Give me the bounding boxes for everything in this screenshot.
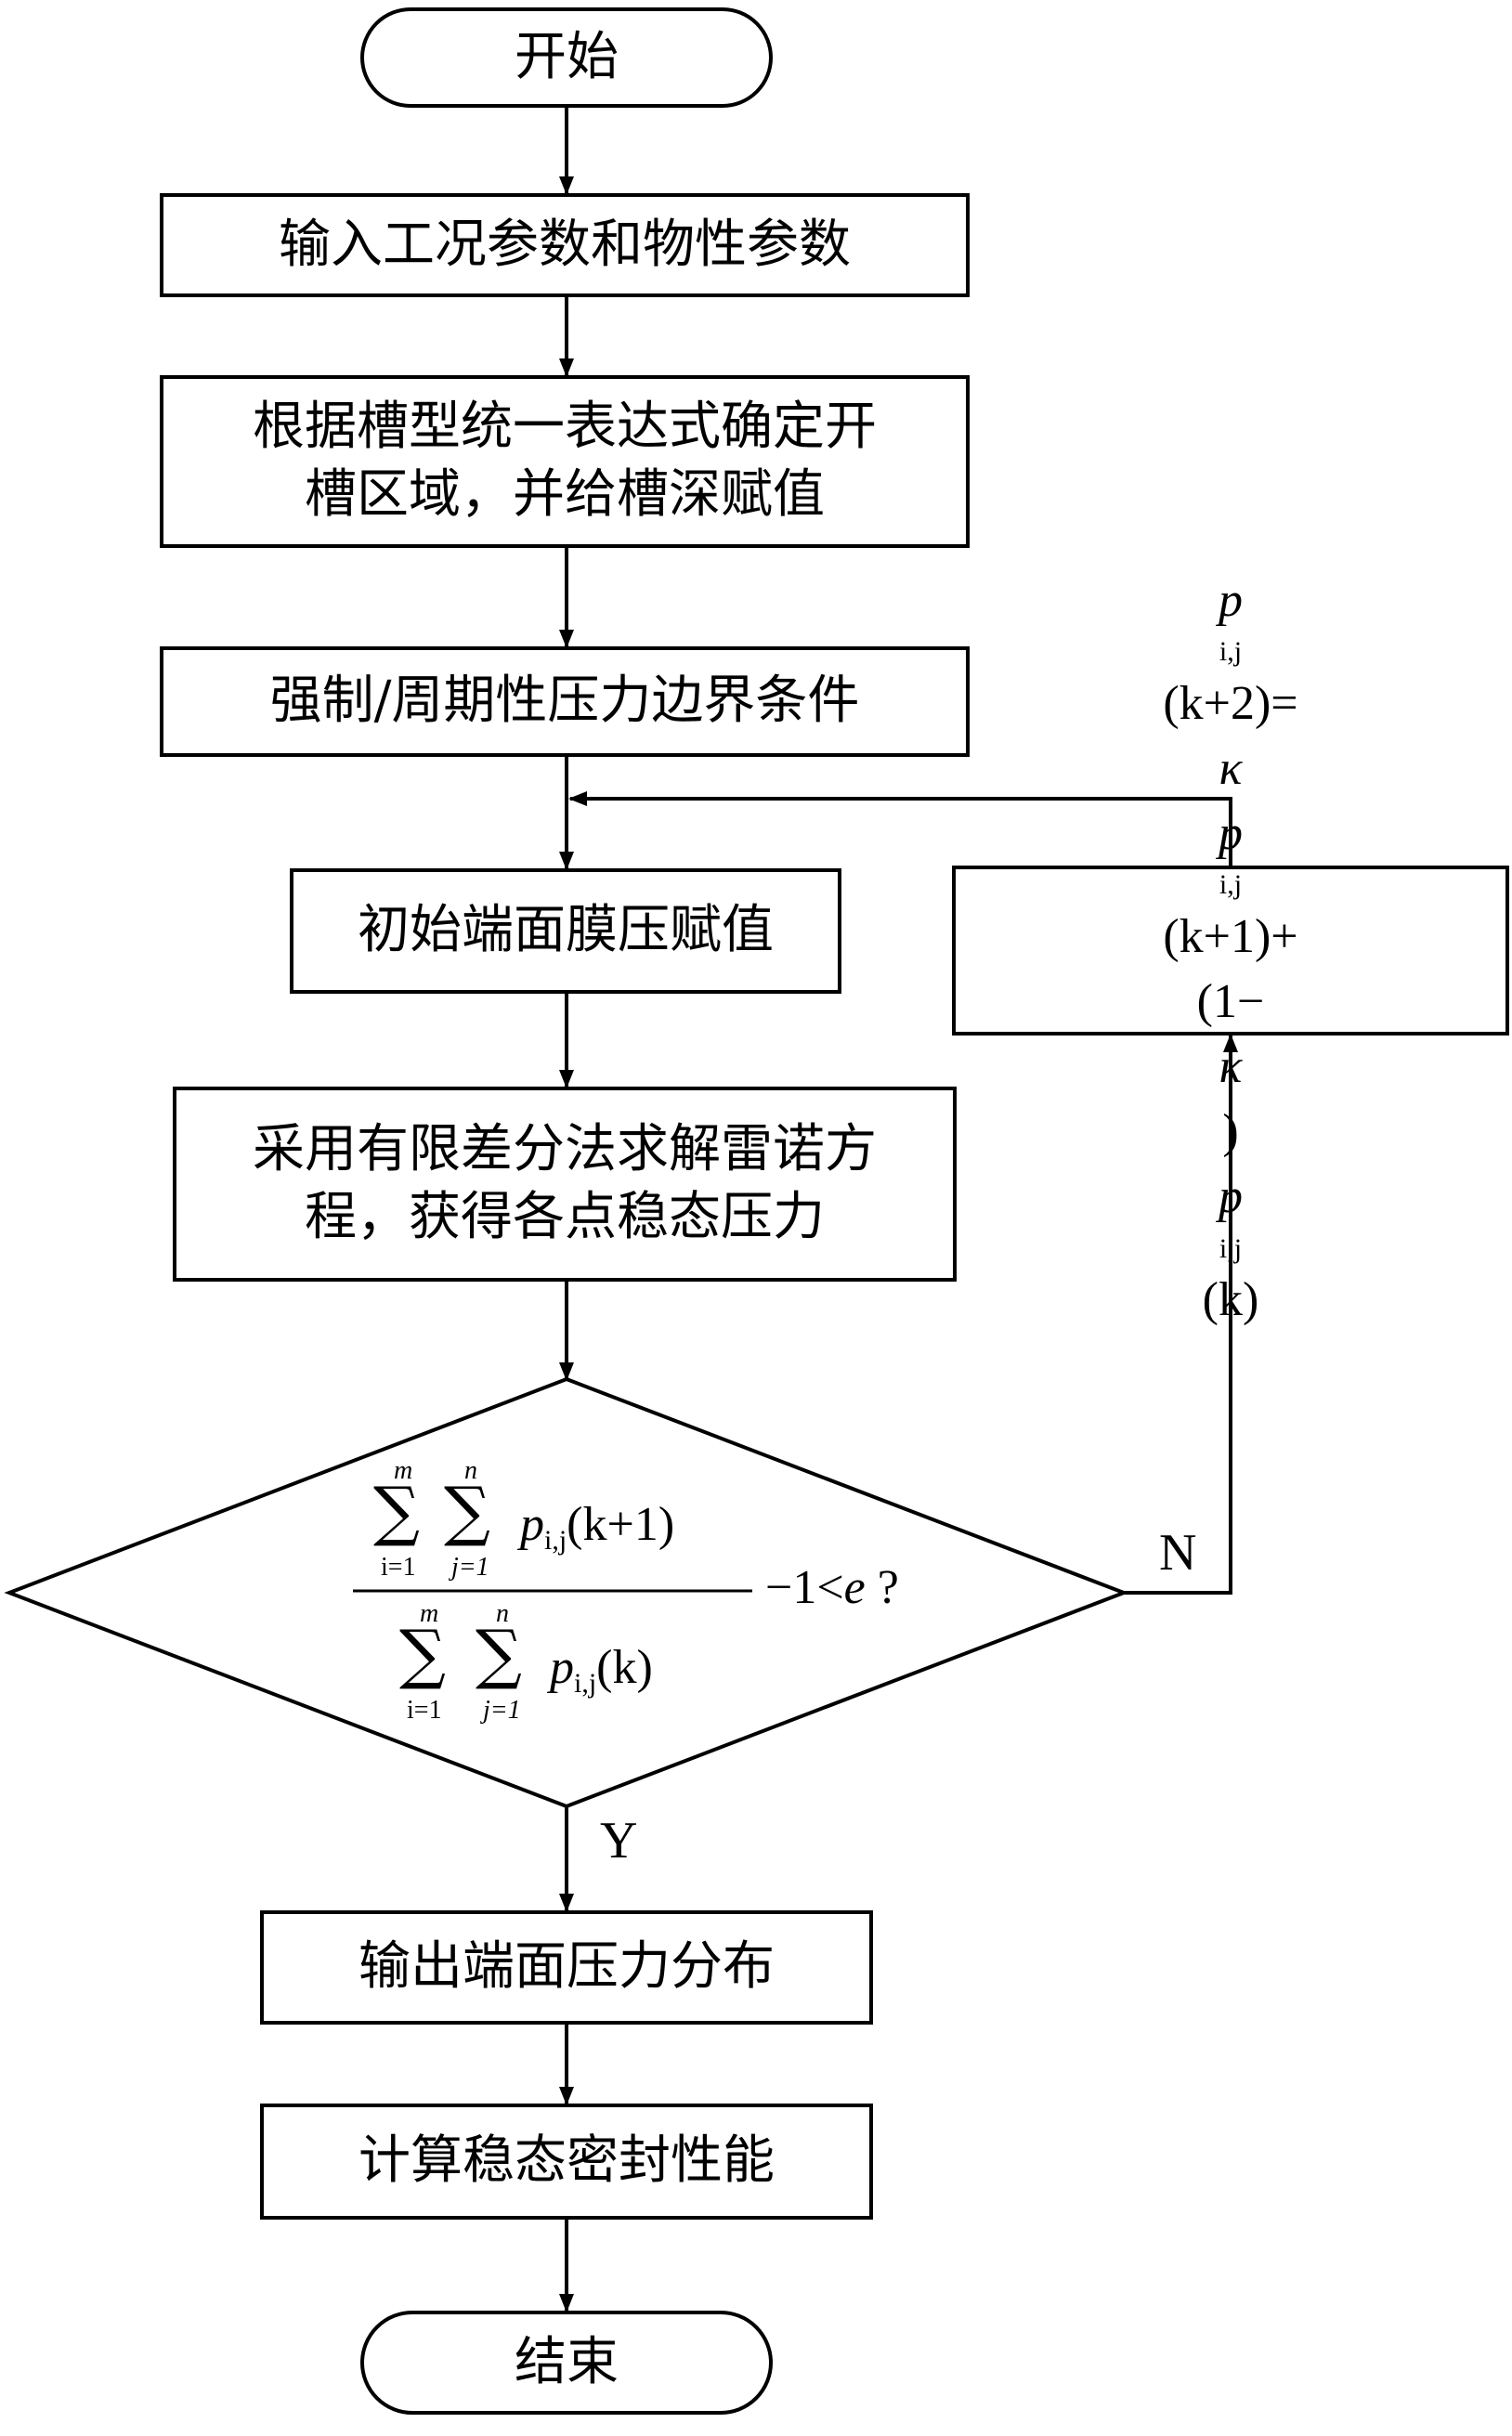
input-params-label: 输入工况参数和物性参数 bbox=[279, 214, 851, 275]
branch-label-no: N bbox=[1159, 1524, 1197, 1582]
solve-reynolds-box: 采用有限差分法求解雷诺方 程，获得各点稳态压力 bbox=[173, 1087, 957, 1282]
end-terminal: 结束 bbox=[360, 2311, 773, 2415]
solve-line-2: 程，获得各点稳态压力 bbox=[305, 1187, 825, 1247]
arrow-feedback-loop bbox=[568, 791, 1232, 866]
arrow-no-branch bbox=[1124, 1034, 1238, 1595]
compute-performance-box: 计算稳态密封性能 bbox=[260, 2104, 873, 2220]
start-terminal: 开始 bbox=[360, 7, 773, 108]
groove-region-box: 根据槽型统一表达式确定开 槽区域，并给槽深赋值 bbox=[160, 375, 970, 548]
start-label: 开始 bbox=[515, 26, 619, 87]
compute-performance-label: 计算稳态密封性能 bbox=[358, 2130, 775, 2192]
end-label: 结束 bbox=[515, 2331, 619, 2392]
init-pressure-label: 初始端面膜压赋值 bbox=[358, 900, 774, 961]
output-pressure-box: 输出端面压力分布 bbox=[260, 1910, 873, 2025]
boundary-condition-label: 强制/周期性压力边界条件 bbox=[269, 671, 860, 732]
branch-label-yes: Y bbox=[600, 1812, 638, 1869]
decision-diamond bbox=[4, 1376, 1129, 1809]
input-params-box: 输入工况参数和物性参数 bbox=[160, 193, 970, 297]
init-pressure-box: 初始端面膜压赋值 bbox=[290, 868, 841, 994]
groove-line-1: 根据槽型统一表达式确定开 bbox=[253, 397, 877, 458]
boundary-condition-box: 强制/周期性压力边界条件 bbox=[160, 646, 970, 757]
groove-line-2: 槽区域，并给槽深赋值 bbox=[305, 464, 825, 525]
output-pressure-label: 输出端面压力分布 bbox=[358, 1936, 775, 1998]
solve-line-1: 采用有限差分法求解雷诺方 bbox=[253, 1119, 877, 1180]
